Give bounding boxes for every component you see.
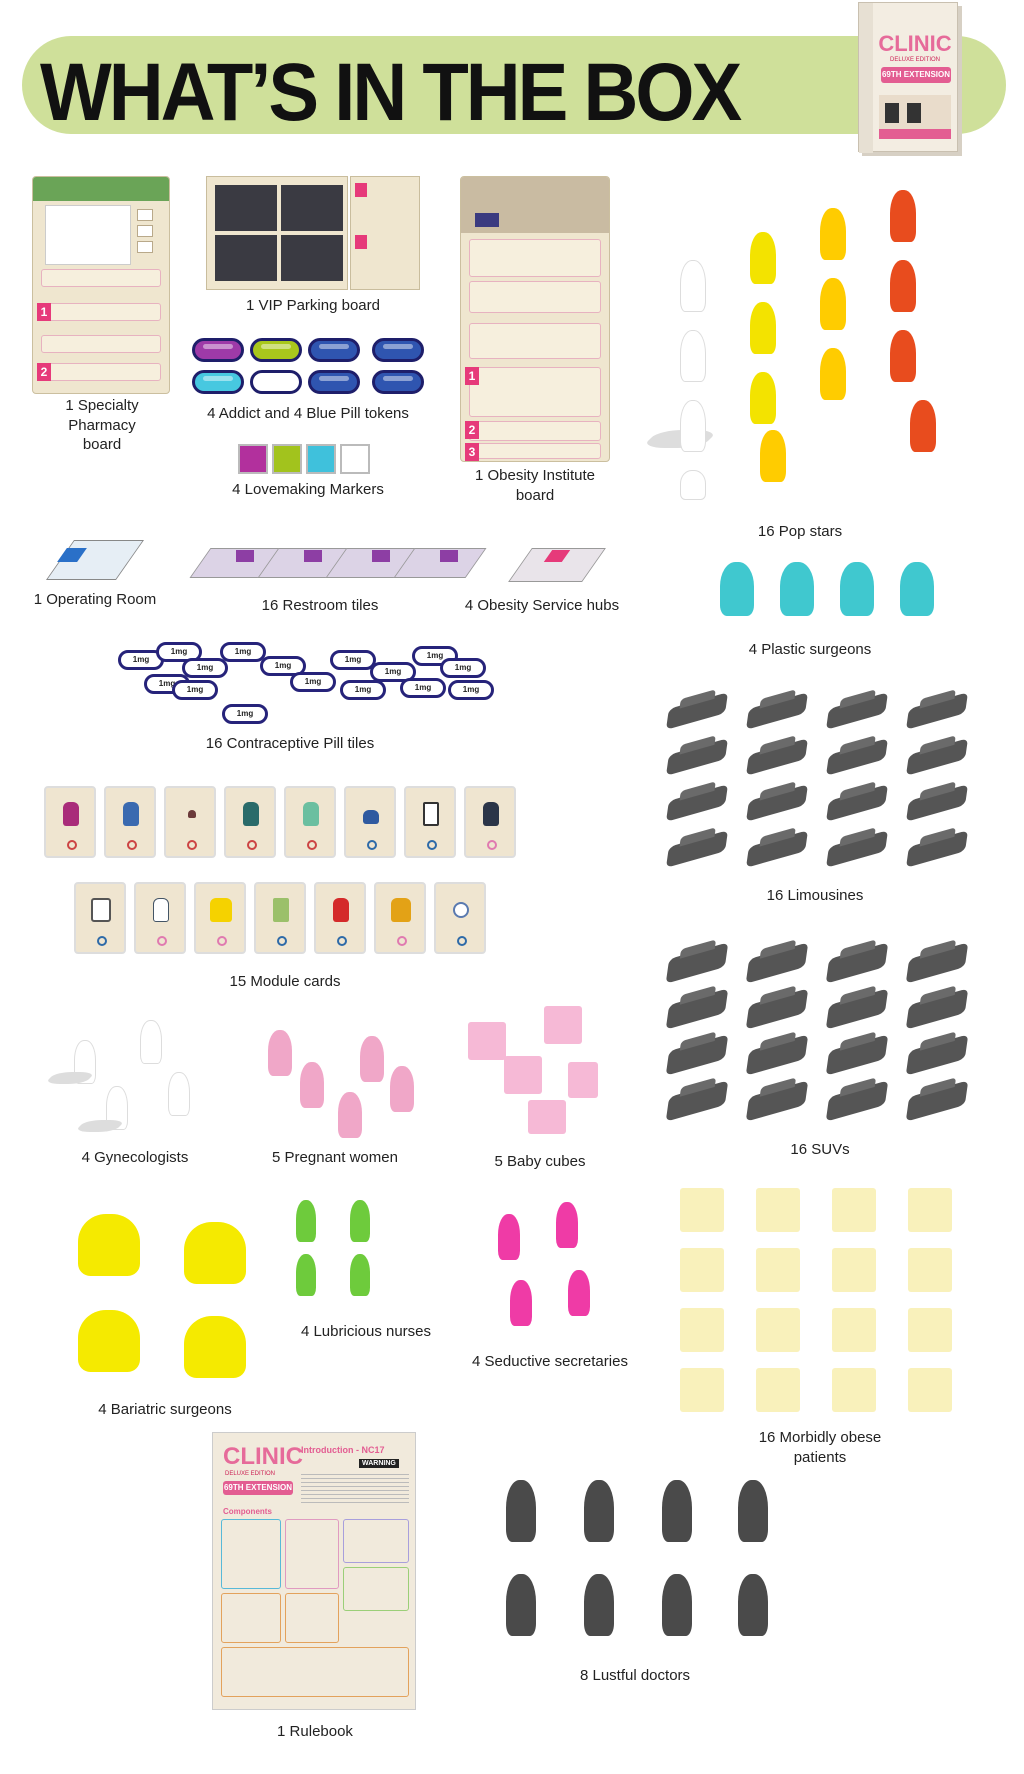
morbidly-obese-patients-group xyxy=(670,1188,970,1418)
suvs-group xyxy=(650,930,970,1130)
label-contraceptive-pill-tiles: 16 Contraceptive Pill tiles xyxy=(205,735,375,752)
blue-pill-token xyxy=(372,370,424,394)
rulebook-components: Components xyxy=(223,1507,272,1516)
label-limousines: 16 Limousines xyxy=(766,887,864,904)
vip-parking-side-panel xyxy=(350,176,420,290)
label-obesity-service-hubs: 4 Obesity Service hubs xyxy=(464,597,620,614)
rulebook-brand: CLINIC xyxy=(223,1443,303,1470)
pregnant-women-group xyxy=(240,1026,420,1146)
label-seductive-secretaries: 4 Seductive secretaries xyxy=(472,1353,628,1370)
lustful-doctors-group xyxy=(480,1480,780,1660)
label-baby-cubes: 5 Baby cubes xyxy=(494,1153,586,1170)
blue-pill-token xyxy=(308,370,360,394)
label-morbidly-obese-patients: 16 Morbidly obese patients xyxy=(758,1429,882,1466)
box-edition: DELUXE EDITION xyxy=(889,57,940,63)
lubricious-nurses-group xyxy=(290,1196,400,1306)
label-vip-parking: 1 VIP Parking board xyxy=(246,297,380,314)
module-cards-group xyxy=(44,786,524,966)
addict-token xyxy=(192,370,244,394)
label-lovemaking-markers: 4 Lovemaking Markers xyxy=(232,481,384,498)
limousines-group xyxy=(650,680,970,880)
box-image: CLINIC DELUXE EDITION 69TH EXTENSION xyxy=(858,2,958,153)
rulebook-warning: WARNING xyxy=(359,1459,399,1468)
box-brand: CLINIC xyxy=(878,31,952,56)
pop-stars-group xyxy=(640,190,950,510)
label-restroom-tiles: 16 Restroom tiles xyxy=(261,597,379,614)
blue-pill-token xyxy=(372,338,424,362)
specialty-pharmacy-board: 1 2 xyxy=(32,176,170,394)
lovemaking-marker xyxy=(238,444,268,474)
box-extension: 69TH EXTENSION xyxy=(881,67,951,83)
lovemaking-marker xyxy=(340,444,370,474)
addict-token xyxy=(250,338,302,362)
rulebook-intro: Introduction - NC17 xyxy=(301,1445,385,1455)
label-gynecologists: 4 Gynecologists xyxy=(81,1149,189,1166)
bariatric-surgeons-group xyxy=(70,1210,270,1380)
page-title: WHAT’S IN THE BOX xyxy=(40,46,742,139)
label-rulebook: 1 Rulebook xyxy=(277,1723,353,1740)
label-plastic-surgeons: 4 Plastic surgeons xyxy=(748,641,872,658)
rulebook-extension: 69TH EXTENSION xyxy=(223,1481,293,1495)
label-addict-blue-pill: 4 Addict and 4 Blue Pill tokens xyxy=(207,405,409,422)
label-suvs: 16 SUVs xyxy=(790,1141,850,1158)
blue-pill-token xyxy=(308,338,360,362)
label-specialty-pharmacy: 1 Specialty Pharmacy board xyxy=(65,397,139,453)
label-operating-room: 1 Operating Room xyxy=(33,591,157,608)
label-pregnant-women: 5 Pregnant women xyxy=(272,1149,398,1166)
label-module-cards: 15 Module cards xyxy=(229,973,341,990)
rulebook-edition: DELUXE EDITION xyxy=(225,1471,276,1477)
label-bariatric-surgeons: 4 Bariatric surgeons xyxy=(98,1401,232,1418)
vip-parking-board xyxy=(206,176,348,290)
gynecologists-group xyxy=(44,1020,190,1140)
lovemaking-marker xyxy=(272,444,302,474)
rulebook-cover: CLINIC DELUXE EDITION 69TH EXTENSION Int… xyxy=(212,1432,416,1710)
restroom-tiles-group xyxy=(180,534,487,594)
label-obesity-institute: 1 Obesity Institute board xyxy=(474,467,596,504)
header-banner xyxy=(22,36,1006,134)
addict-token xyxy=(192,338,244,362)
label-pop-stars: 16 Pop stars xyxy=(757,523,843,540)
baby-cubes-group xyxy=(458,1006,598,1136)
contraceptive-pill-tiles-group: 1mg 1mg 1mg 1mg 1mg 1mg 1mg 1mg 1mg 1mg … xyxy=(100,642,500,732)
seductive-secretaries-group xyxy=(470,1200,610,1340)
label-lustful-doctors: 8 Lustful doctors xyxy=(579,1667,691,1684)
label-lubricious-nurses: 4 Lubricious nurses xyxy=(300,1323,432,1340)
addict-token xyxy=(250,370,302,394)
obesity-institute-board: 1 2 3 xyxy=(460,176,610,462)
plastic-surgeons-group xyxy=(690,562,934,632)
lovemaking-marker xyxy=(306,444,336,474)
